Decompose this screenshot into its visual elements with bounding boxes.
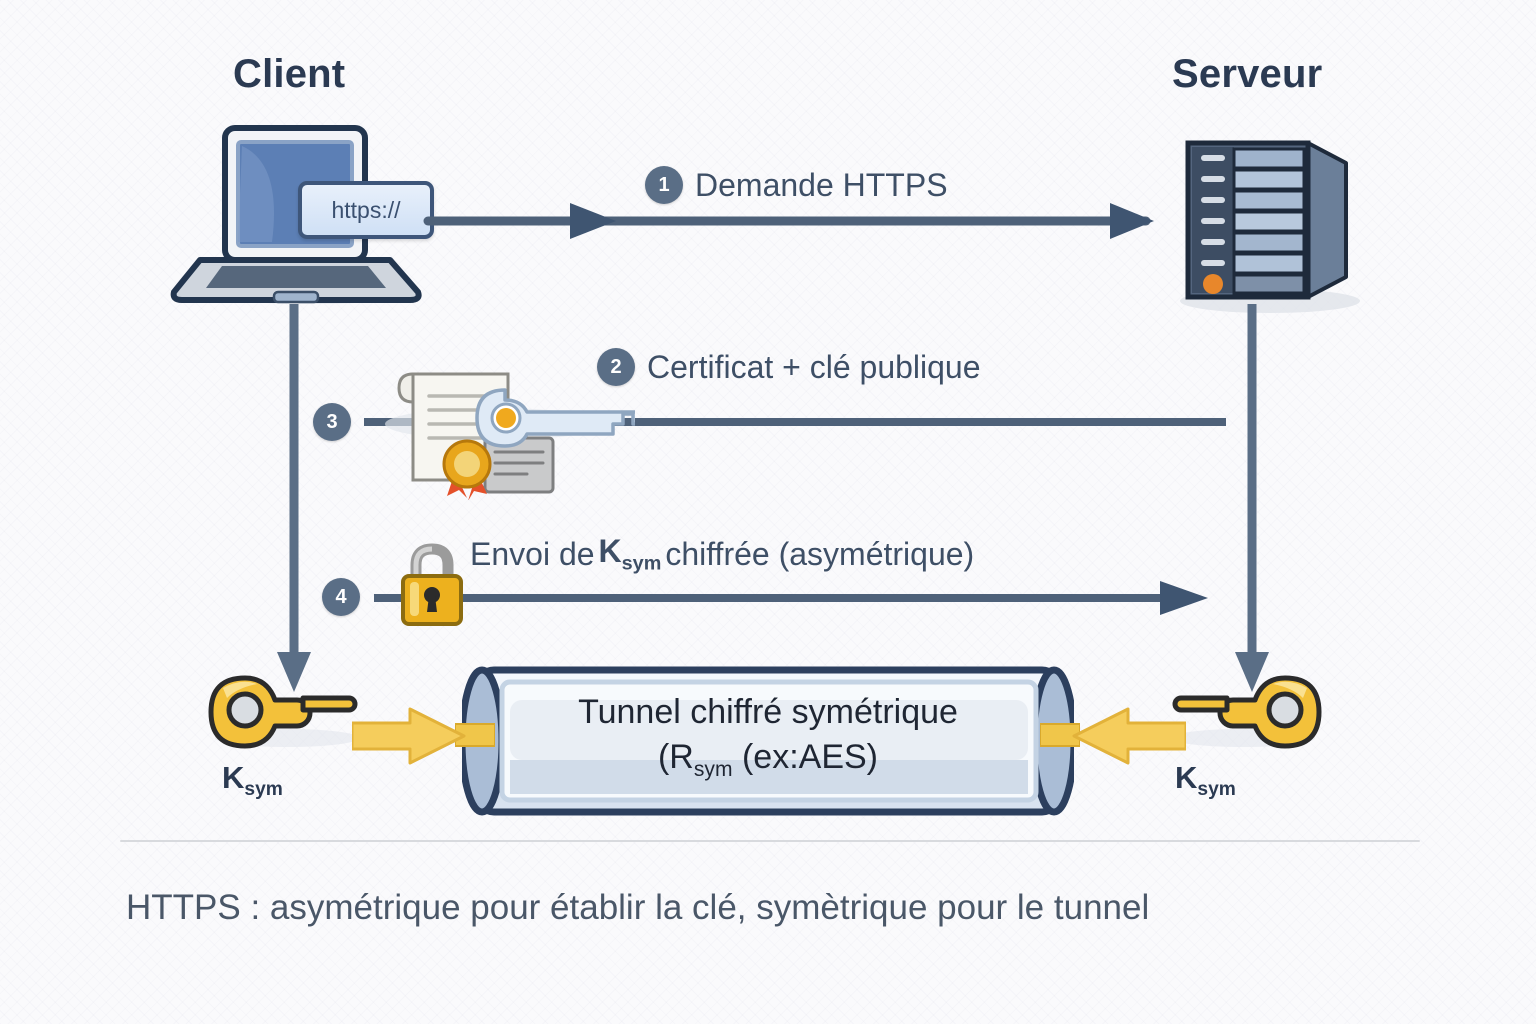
right-key-icon [1165, 672, 1325, 752]
arrow-right-gold-icon [352, 707, 466, 765]
padlock-icon [395, 538, 469, 632]
left-key-icon [205, 672, 365, 752]
step4-text-prefix: Envoi de [470, 535, 595, 572]
step3-badge: 3 [313, 403, 351, 441]
step2-badge: 2 [597, 348, 635, 386]
https-badge-text: https:// [331, 196, 401, 223]
https-badge: https:// [298, 181, 434, 239]
step1-label: 1 Demande HTTPS [645, 166, 948, 204]
footer-divider [120, 840, 1420, 842]
server-title: Serveur [1172, 52, 1323, 96]
step4-arrow [374, 581, 1208, 615]
step2-text: Certificat + clé publique [647, 348, 981, 385]
certificate-icon [385, 360, 635, 500]
step1-badge: 1 [645, 166, 683, 204]
right-key-label: Ksym [1175, 760, 1236, 801]
step1-arrow [423, 203, 1154, 239]
arrow-left-gold-icon [1072, 707, 1186, 765]
step4-label: Envoi de Ksym chiffrée (asymétrique) [470, 533, 974, 575]
client-title: Client [233, 52, 346, 96]
client-down-arrow [277, 304, 311, 692]
step2-label: 2 Certificat + clé publique [597, 348, 981, 386]
step4-text-suffix: chiffrée (asymétrique) [665, 535, 975, 572]
server-tower-icon [1170, 125, 1370, 315]
step4-key-symbol: Ksym [598, 533, 662, 575]
server-down-arrow [1235, 304, 1269, 692]
tunnel-band-right [1040, 723, 1080, 747]
footer-caption: HTTPS : asymétrique pour établir la clé,… [126, 888, 1150, 927]
step1-text: Demande HTTPS [695, 166, 948, 203]
step4-badge: 4 [322, 578, 360, 616]
encrypted-tunnel [462, 662, 1074, 820]
tunnel-band-left [455, 723, 495, 747]
left-key-label: Ksym [222, 760, 283, 801]
